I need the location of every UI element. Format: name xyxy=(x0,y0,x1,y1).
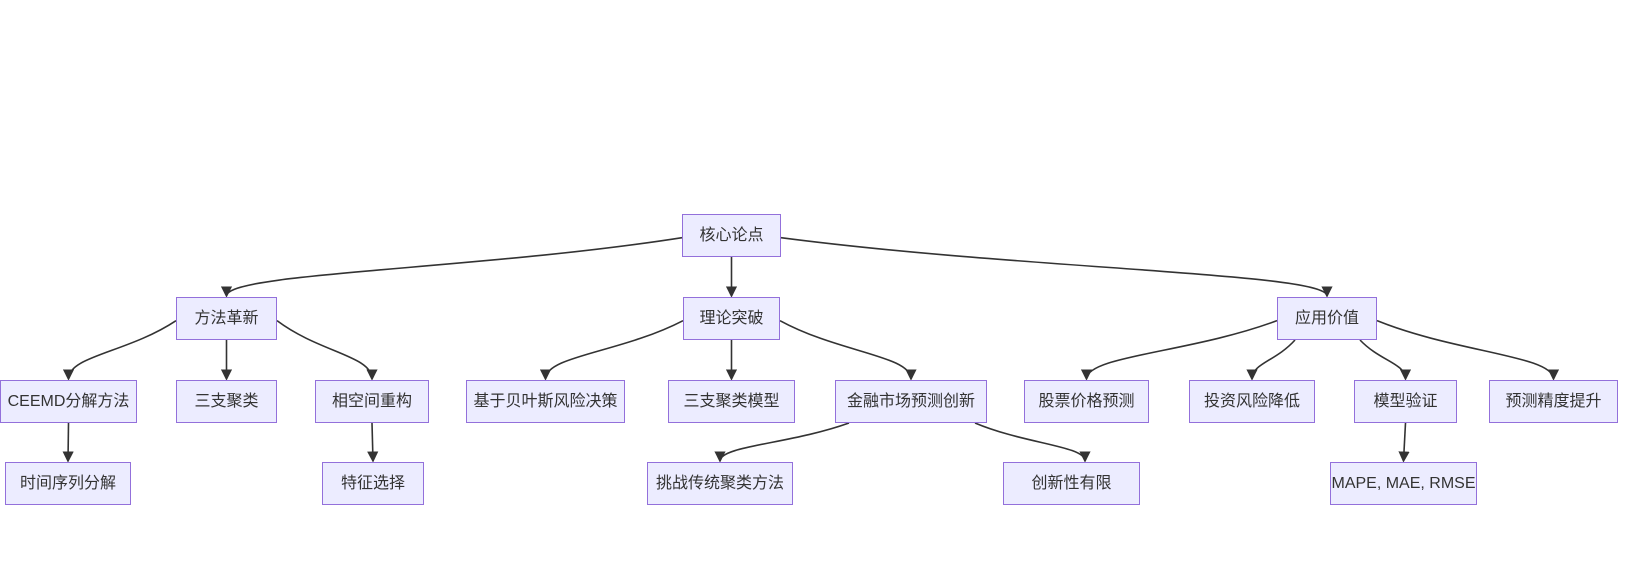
node-featsel: 特征选择 xyxy=(322,462,424,505)
node-label: 应用价值 xyxy=(1294,309,1359,327)
node-label: 相空间重构 xyxy=(331,392,412,410)
node-challenge: 挑战传统聚类方法 xyxy=(647,462,793,505)
node-label: MAPE, MAE, RMSE xyxy=(1331,474,1476,492)
node-stockpred: 股票价格预测 xyxy=(1024,380,1149,423)
edges-group xyxy=(62,236,1560,463)
node-label: 预测精度提升 xyxy=(1505,392,1602,410)
edge-method-phasespace xyxy=(276,320,378,381)
edge-application-stockpred xyxy=(1080,319,1278,381)
node-ceemd: CEEMD分解方法 xyxy=(0,380,137,423)
node-tsdecomp: 时间序列分解 xyxy=(5,462,131,505)
node-label: 特征选择 xyxy=(340,474,405,492)
node-label: CEEMD分解方法 xyxy=(7,392,130,410)
node-accuracy: 预测精度提升 xyxy=(1489,380,1618,423)
edge-method-ceemd xyxy=(62,319,177,381)
node-label: 三支聚类 xyxy=(194,392,259,410)
node-label: 方法革新 xyxy=(194,309,259,327)
node-modelvalid: 模型验证 xyxy=(1354,380,1457,423)
node-finnovation: 金融市场预测创新 xyxy=(835,380,987,423)
node-label: 三支聚类模型 xyxy=(683,392,780,410)
node-label: 基于贝叶斯风险决策 xyxy=(473,392,618,410)
edge-finnovation-limited xyxy=(974,422,1091,463)
node-label: 时间序列分解 xyxy=(19,474,116,492)
edge-finnovation-challenge xyxy=(714,422,850,463)
node-phasespace: 相空间重构 xyxy=(315,380,429,423)
node-application: 应用价值 xyxy=(1277,297,1377,340)
node-bayes: 基于贝叶斯风险决策 xyxy=(466,380,625,423)
node-method: 方法革新 xyxy=(176,297,277,340)
edge-application-modelvalid xyxy=(1359,339,1412,381)
node-riskreduce: 投资风险降低 xyxy=(1189,380,1315,423)
edge-theory-finnovation xyxy=(779,319,917,381)
node-label: 投资风险降低 xyxy=(1203,392,1300,410)
node-mape: MAPE, MAE, RMSE xyxy=(1330,462,1477,505)
edge-modelvalid-mape xyxy=(1398,422,1410,463)
node-limited: 创新性有限 xyxy=(1003,462,1140,505)
node-label: 挑战传统聚类方法 xyxy=(655,474,784,492)
node-label: 理论突破 xyxy=(699,309,764,327)
edge-application-accuracy xyxy=(1376,319,1560,381)
node-threeway: 三支聚类 xyxy=(176,380,277,423)
edge-application-riskreduce xyxy=(1246,339,1296,381)
node-label: 股票价格预测 xyxy=(1038,392,1135,410)
node-twcmodel: 三支聚类模型 xyxy=(668,380,795,423)
node-core: 核心论点 xyxy=(682,214,781,257)
edge-core-application xyxy=(780,236,1333,298)
edge-theory-bayes xyxy=(539,319,684,381)
node-label: 核心论点 xyxy=(699,226,764,244)
edge-core-method xyxy=(221,236,683,298)
node-label: 模型验证 xyxy=(1373,392,1438,410)
node-label: 创新性有限 xyxy=(1031,474,1112,492)
edge-phasespace-featsel xyxy=(367,422,379,463)
node-theory: 理论突破 xyxy=(683,297,780,340)
node-label: 金融市场预测创新 xyxy=(846,392,975,410)
edge-ceemd-tsdecomp xyxy=(62,422,74,463)
